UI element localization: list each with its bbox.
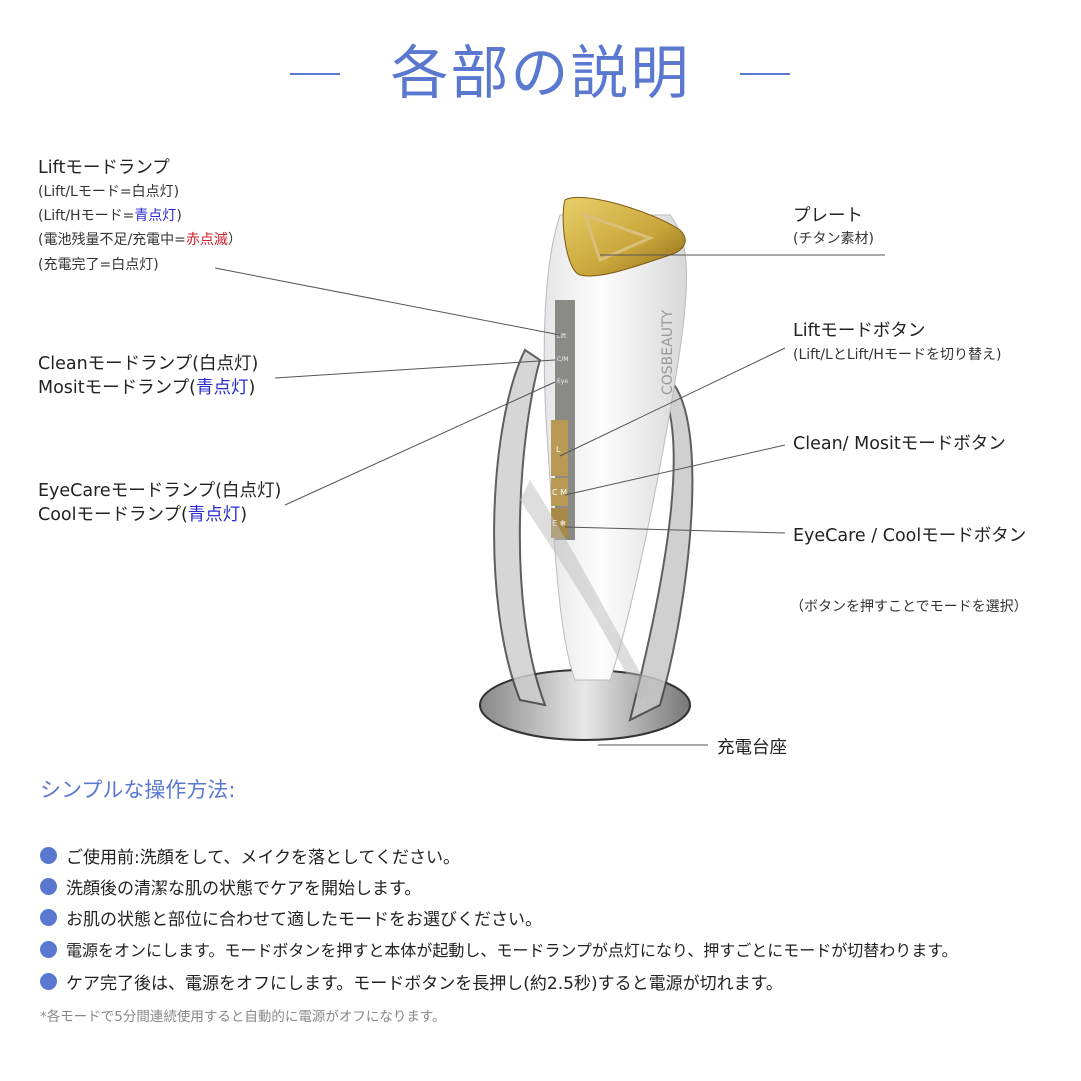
text-blue: 青点灯	[195, 378, 249, 398]
lift-lamp-l3: (電池残量不足/充電中=赤点滅）	[38, 229, 242, 249]
lift-lamp-l4: (充電完了=白点灯)	[38, 257, 159, 273]
text: Coolモードランプ(	[38, 505, 188, 525]
button-label-cm: C M	[552, 488, 567, 497]
text: )	[248, 378, 256, 398]
text: )	[240, 505, 248, 525]
lift-lamp-l1: (Lift/Lモード=白点灯)	[38, 184, 180, 200]
text: Mositモードランプ(	[38, 378, 196, 398]
plate-sub: (チタン素材)	[793, 231, 874, 247]
lift-button-title: Liftモードボタン	[793, 321, 926, 341]
title-dash-left	[290, 73, 340, 75]
plate-triangle	[582, 212, 655, 263]
bullet-dot-icon	[40, 909, 57, 926]
eyecare-lamp-line1: EyeCareモードランプ(白点灯)	[38, 481, 282, 501]
step-item: お肌の状態と部位に合わせて適したモードをお選びください。	[40, 905, 542, 930]
text: (電池残量不足/充電中=	[38, 232, 186, 248]
clean-lamp-line1: Cleanモードランプ(白点灯)	[38, 354, 259, 374]
step-item: ご使用前:洗顔をして、メイクを落としてください。	[40, 843, 460, 868]
clean-mosit-button[interactable]	[551, 478, 568, 506]
clean-button-title: Clean/ Mositモードボタン	[793, 434, 1006, 454]
bullet-dot-icon	[40, 878, 57, 895]
text: ）	[227, 232, 242, 248]
footnote: *各モードで5分間連続使用すると自動的に電源がオフになります。	[40, 1009, 446, 1025]
lift-lamp-l2: (Lift/Hモード=青点灯)	[38, 205, 182, 225]
text-red: 赤点滅	[185, 232, 228, 248]
step-text: ご使用前:洗顔をして、メイクを落としてください。	[66, 848, 461, 868]
bullet-dot-icon	[40, 847, 57, 864]
lamp-label-cm: C/M	[557, 356, 568, 363]
device-body	[543, 214, 688, 681]
plate-title: プレート	[793, 206, 863, 226]
stand-ribbon-left	[493, 348, 547, 707]
cool-lamp-line2: Coolモードランプ(青点灯)	[38, 501, 247, 526]
title-dash-right	[740, 73, 790, 75]
text-blue: 青点灯	[187, 505, 241, 525]
step-item: ケア完了後は、電源をオフにします。モードボタンを長押し(約2.5秒)すると電源が…	[40, 969, 783, 994]
section-title: シンプルな操作方法:	[40, 778, 236, 802]
callout-lines	[214, 254, 885, 746]
step-text: ケア完了後は、電源をオフにします。モードボタンを長押し(約2.5秒)すると電源が…	[66, 974, 783, 994]
lamp-label-lift: Lift	[557, 333, 567, 340]
step-text: お肌の状態と部位に合わせて適したモードをお選びください。	[66, 910, 542, 930]
base-label: 充電台座	[717, 738, 787, 758]
bullet-dot-icon	[40, 973, 57, 990]
lift-button[interactable]	[551, 420, 568, 476]
text: )	[176, 208, 182, 224]
step-item: 電源をオンにします。モードボタンを押すと本体が起動し、モードランプが点灯になり、…	[40, 937, 958, 961]
button-label-eye: E ❄	[552, 519, 566, 528]
text-blue: 青点灯	[134, 208, 177, 224]
lift-button-sub: (Lift/LとLift/Hモードを切り替え)	[793, 347, 1002, 363]
button-label-lift: L	[556, 445, 561, 454]
stand-ribbon-right	[628, 369, 694, 722]
brand-logo: COSBEAUTY	[660, 309, 676, 395]
button-note: （ボタンを押すことでモードを選択）	[790, 599, 1028, 615]
eyecare-button-title: EyeCare / Coolモードボタン	[793, 526, 1027, 546]
lamp-label-eye: Eye	[557, 378, 568, 385]
bullet-dot-icon	[40, 940, 57, 958]
text: (Lift/Hモード=	[38, 208, 135, 224]
lift-lamp-title: Liftモードランプ	[38, 158, 170, 178]
step-text: 洗顔後の清潔な肌の状態でケアを開始します。	[66, 879, 422, 899]
mosit-lamp-line2: Mositモードランプ(青点灯)	[38, 374, 255, 399]
page-title: 各部の説明	[390, 39, 691, 107]
step-item: 洗顔後の清潔な肌の状態でケアを開始します。	[40, 874, 421, 899]
step-text: 電源をオンにします。モードボタンを押すと本体が起動し、モードランプが点灯になり、…	[66, 941, 958, 960]
stand-ribbon-front	[520, 480, 650, 700]
